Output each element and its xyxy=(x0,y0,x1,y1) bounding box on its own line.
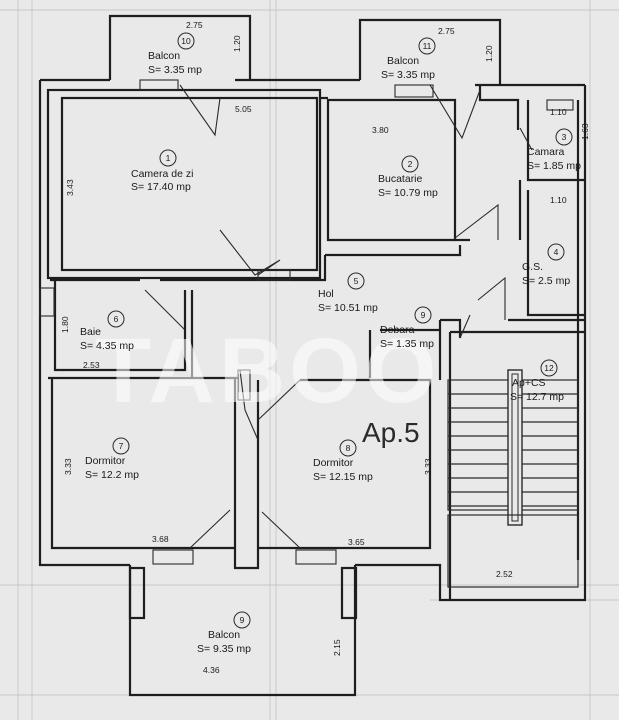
outer-walls xyxy=(38,78,587,602)
svg-text:2.15: 2.15 xyxy=(332,639,342,656)
svg-text:S= 2.5 mp: S= 2.5 mp xyxy=(522,275,570,287)
svg-text:S= 17.40 mp: S= 17.40 mp xyxy=(131,181,191,193)
apartment-label: Ap.5 xyxy=(362,417,420,448)
svg-text:S= 3.35 mp: S= 3.35 mp xyxy=(381,69,435,81)
svg-text:3.80: 3.80 xyxy=(372,125,389,135)
svg-text:S= 4.35 mp: S= 4.35 mp xyxy=(80,340,134,352)
svg-text:4.36: 4.36 xyxy=(203,665,220,675)
watermark: TABOO xyxy=(95,320,440,422)
svg-text:1.80: 1.80 xyxy=(60,316,70,333)
svg-text:3.33: 3.33 xyxy=(63,458,73,475)
svg-text:S= 1.85 mp: S= 1.85 mp xyxy=(527,160,581,172)
svg-text:1.10: 1.10 xyxy=(550,195,567,205)
svg-text:S= 3.35 mp: S= 3.35 mp xyxy=(148,64,202,76)
svg-text:1.20: 1.20 xyxy=(484,45,494,62)
svg-text:1: 1 xyxy=(166,153,171,163)
svg-text:3.68: 3.68 xyxy=(152,534,169,544)
room-label-12: 12 Ap+CS S= 12.7 mp xyxy=(510,359,564,403)
room-label-2: 2 Bucatarie S= 10.79 mp xyxy=(378,155,438,199)
room-label-8: 8 Dormitor S= 12.15 mp xyxy=(313,439,373,483)
svg-text:Dormitor: Dormitor xyxy=(313,457,354,469)
svg-text:Baie: Baie xyxy=(80,326,101,338)
room-label-1: 1 Camera de zi S= 17.40 mp xyxy=(131,149,193,193)
room-label-6: 6 Baie S= 4.35 mp xyxy=(80,310,134,352)
svg-text:10: 10 xyxy=(181,36,191,46)
svg-text:Bucatarie: Bucatarie xyxy=(378,173,423,185)
svg-text:Camera de zi: Camera de zi xyxy=(131,168,193,180)
svg-text:4: 4 xyxy=(554,247,559,257)
svg-text:3.33: 3.33 xyxy=(423,458,433,475)
svg-text:3.43: 3.43 xyxy=(65,179,75,196)
balcony-top-left xyxy=(108,14,252,80)
svg-text:6: 6 xyxy=(114,314,119,324)
room-label-10: 10 Balcon S= 3.35 mp xyxy=(148,32,202,76)
svg-text:2.75: 2.75 xyxy=(186,20,203,30)
svg-text:Hol: Hol xyxy=(318,288,334,300)
svg-text:Ap+CS: Ap+CS xyxy=(512,377,546,389)
svg-text:1.63: 1.63 xyxy=(580,123,590,140)
room-label-5: 5 Hol S= 10.51 mp xyxy=(318,272,378,314)
room-label-9-debara: 9 Debara S= 1.35 mp xyxy=(380,306,434,350)
svg-text:3.65: 3.65 xyxy=(348,537,365,547)
svg-text:3: 3 xyxy=(562,132,567,142)
svg-text:1.10: 1.10 xyxy=(550,107,567,117)
svg-text:S= 12.2 mp: S= 12.2 mp xyxy=(85,469,139,481)
svg-text:5.05: 5.05 xyxy=(235,104,252,114)
svg-text:Balcon: Balcon xyxy=(387,55,419,67)
svg-text:S= 12.7 mp: S= 12.7 mp xyxy=(510,391,564,403)
staircase xyxy=(447,369,579,588)
svg-text:Debara: Debara xyxy=(380,324,415,336)
svg-text:Balcon: Balcon xyxy=(148,50,180,62)
interior-walls xyxy=(48,85,585,600)
svg-text:2.52: 2.52 xyxy=(496,569,513,579)
svg-text:S= 10.79 mp: S= 10.79 mp xyxy=(378,187,438,199)
room-label-7: 7 Dormitor S= 12.2 mp xyxy=(85,437,139,481)
room-label-11: 11 Balcon S= 3.35 mp xyxy=(381,37,436,81)
room-label-9-balcon: 9 Balcon S= 9.35 mp xyxy=(197,611,251,655)
svg-text:9: 9 xyxy=(240,615,245,625)
svg-text:Camara: Camara xyxy=(527,146,565,158)
svg-text:2: 2 xyxy=(408,159,413,169)
svg-text:2.75: 2.75 xyxy=(438,26,455,36)
dimension-labels: 2.75 1.20 2.75 1.20 5.05 3.80 1.10 1.63 … xyxy=(60,20,590,675)
balcony-bottom xyxy=(128,565,358,697)
svg-text:2.53: 2.53 xyxy=(83,360,100,370)
svg-text:9: 9 xyxy=(421,310,426,320)
svg-text:7: 7 xyxy=(119,441,124,451)
svg-text:12: 12 xyxy=(544,363,554,373)
svg-text:Balcon: Balcon xyxy=(208,629,240,641)
svg-text:1.20: 1.20 xyxy=(232,35,242,52)
room-label-3: 3 Camara S= 1.85 mp xyxy=(527,128,581,172)
svg-text:5: 5 xyxy=(354,276,359,286)
svg-text:S= 1.35 mp: S= 1.35 mp xyxy=(380,338,434,350)
svg-text:8: 8 xyxy=(346,443,351,453)
door-swings xyxy=(144,84,533,549)
svg-text:G.S.: G.S. xyxy=(522,261,543,273)
svg-text:S= 9.35 mp: S= 9.35 mp xyxy=(197,643,251,655)
svg-text:Dormitor: Dormitor xyxy=(85,455,126,467)
svg-text:11: 11 xyxy=(423,41,432,51)
svg-text:S= 12.15 mp: S= 12.15 mp xyxy=(313,471,373,483)
balcony-top-right xyxy=(358,18,502,85)
svg-text:S= 10.51 mp: S= 10.51 mp xyxy=(318,302,378,314)
room-label-4: 4 G.S. S= 2.5 mp xyxy=(522,243,570,287)
